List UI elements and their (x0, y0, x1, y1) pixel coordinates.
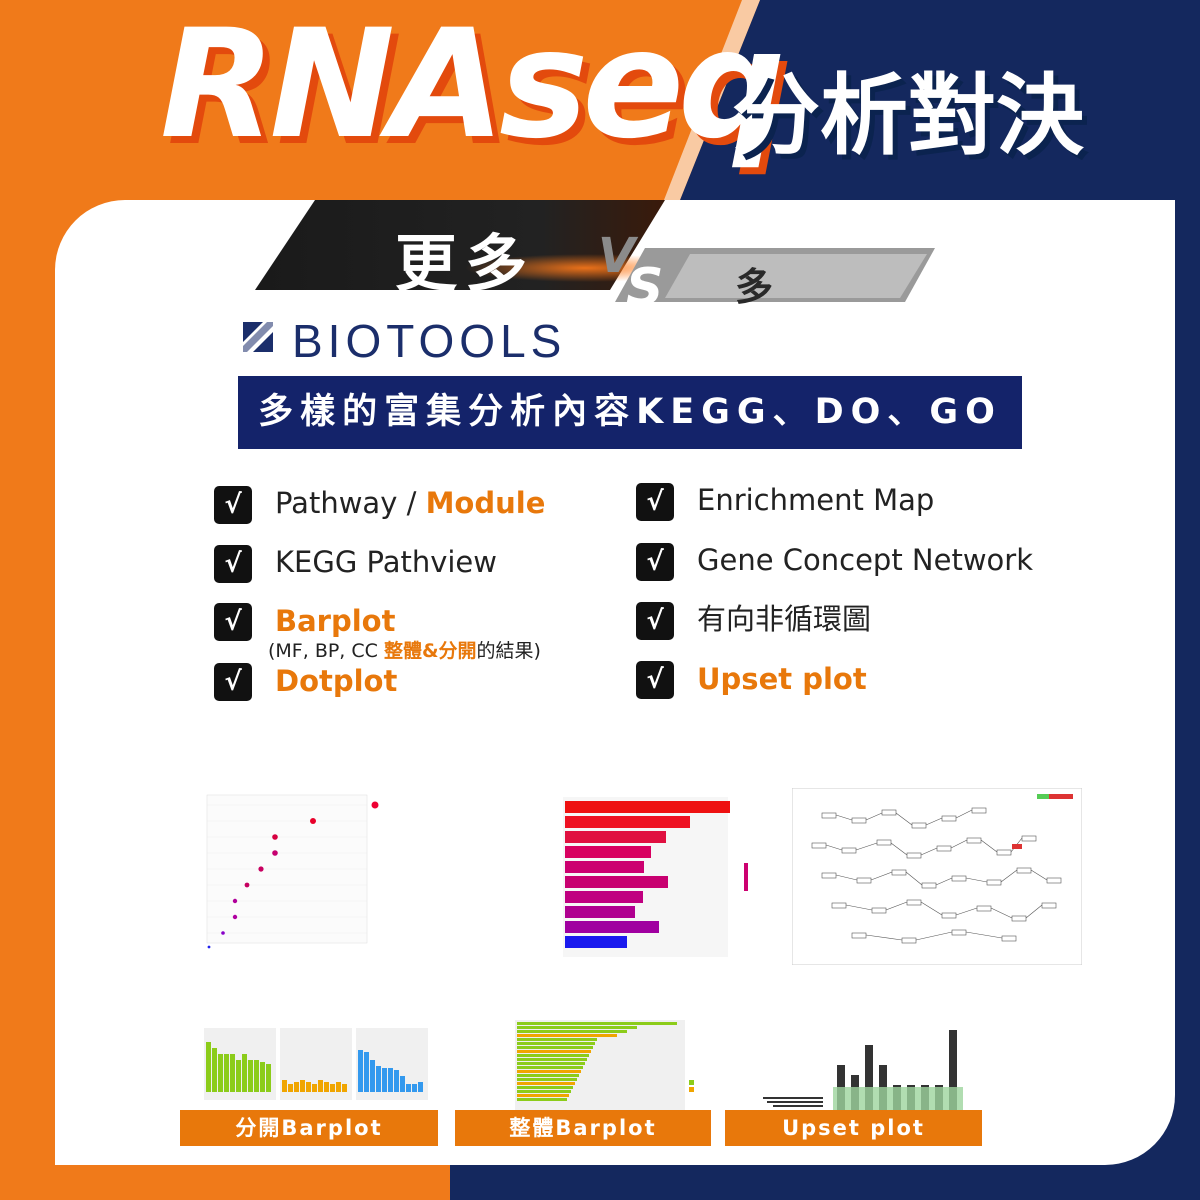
kegg-pathview-thumbnail (792, 788, 1082, 965)
barplot-note: (MF, BP, CC 整體&分開的結果) (268, 636, 541, 663)
feature-banner-text: 多樣的富集分析內容KEGG、DO、GO (258, 392, 1002, 432)
feature-pathway-module: Pathway / Module (275, 486, 545, 520)
feature-enrichment-map: Enrichment Map (697, 483, 935, 517)
whole-barplot-thumbnail (455, 1012, 710, 1120)
title-rnaseq: RNAseq (160, 0, 786, 172)
caption-upset-plot: Upset plot (725, 1110, 982, 1146)
title-analysis-showdown: 分析對決 (732, 64, 1085, 167)
check-icon: √ (636, 602, 674, 640)
feature-barplot: Barplot (275, 604, 396, 638)
feature-gene-concept-network: Gene Concept Network (697, 543, 1033, 577)
biotools-logo-icon (243, 322, 273, 352)
feature-pathway-label: Pathway / (275, 486, 426, 520)
check-icon: √ (214, 603, 252, 641)
check-icon: √ (636, 543, 674, 581)
versus-right-label: 多 (735, 265, 774, 309)
barplot-note-prefix: (MF, BP, CC (268, 640, 384, 662)
caption-whole-barplot: 整體Barplot (455, 1110, 711, 1146)
feature-module-highlight: Module (425, 486, 546, 520)
barplot-note-suffix: 的結果) (476, 640, 541, 662)
barplot-note-highlight: 整體&分開 (383, 640, 477, 662)
check-icon: √ (214, 545, 252, 583)
check-icon: √ (636, 483, 674, 521)
upset-plot-thumbnail (725, 1025, 975, 1120)
check-icon: √ (636, 661, 674, 699)
dotplot-thumbnail (195, 785, 385, 965)
feature-dotplot: Dotplot (275, 664, 398, 698)
feature-dag: 有向非循環圖 (697, 602, 872, 636)
check-icon: √ (214, 663, 252, 701)
versus-s-letter: S (626, 258, 664, 318)
versus-left-label: 更多 (395, 227, 536, 300)
kegg-barplot-thumbnail (448, 785, 748, 965)
versus-v-letter: V (598, 228, 636, 284)
check-icon: √ (214, 486, 252, 524)
caption-split-barplot: 分開Barplot (180, 1110, 438, 1146)
feature-kegg-pathview: KEGG Pathview (275, 545, 497, 579)
split-barplot-thumbnail (198, 1020, 438, 1120)
feature-banner: 多樣的富集分析內容KEGG、DO、GO (238, 376, 1022, 449)
biotools-logo-text: BIOTOOLS (292, 315, 567, 367)
versus-banner-shapes (255, 200, 935, 302)
feature-upset-plot: Upset plot (697, 662, 867, 696)
